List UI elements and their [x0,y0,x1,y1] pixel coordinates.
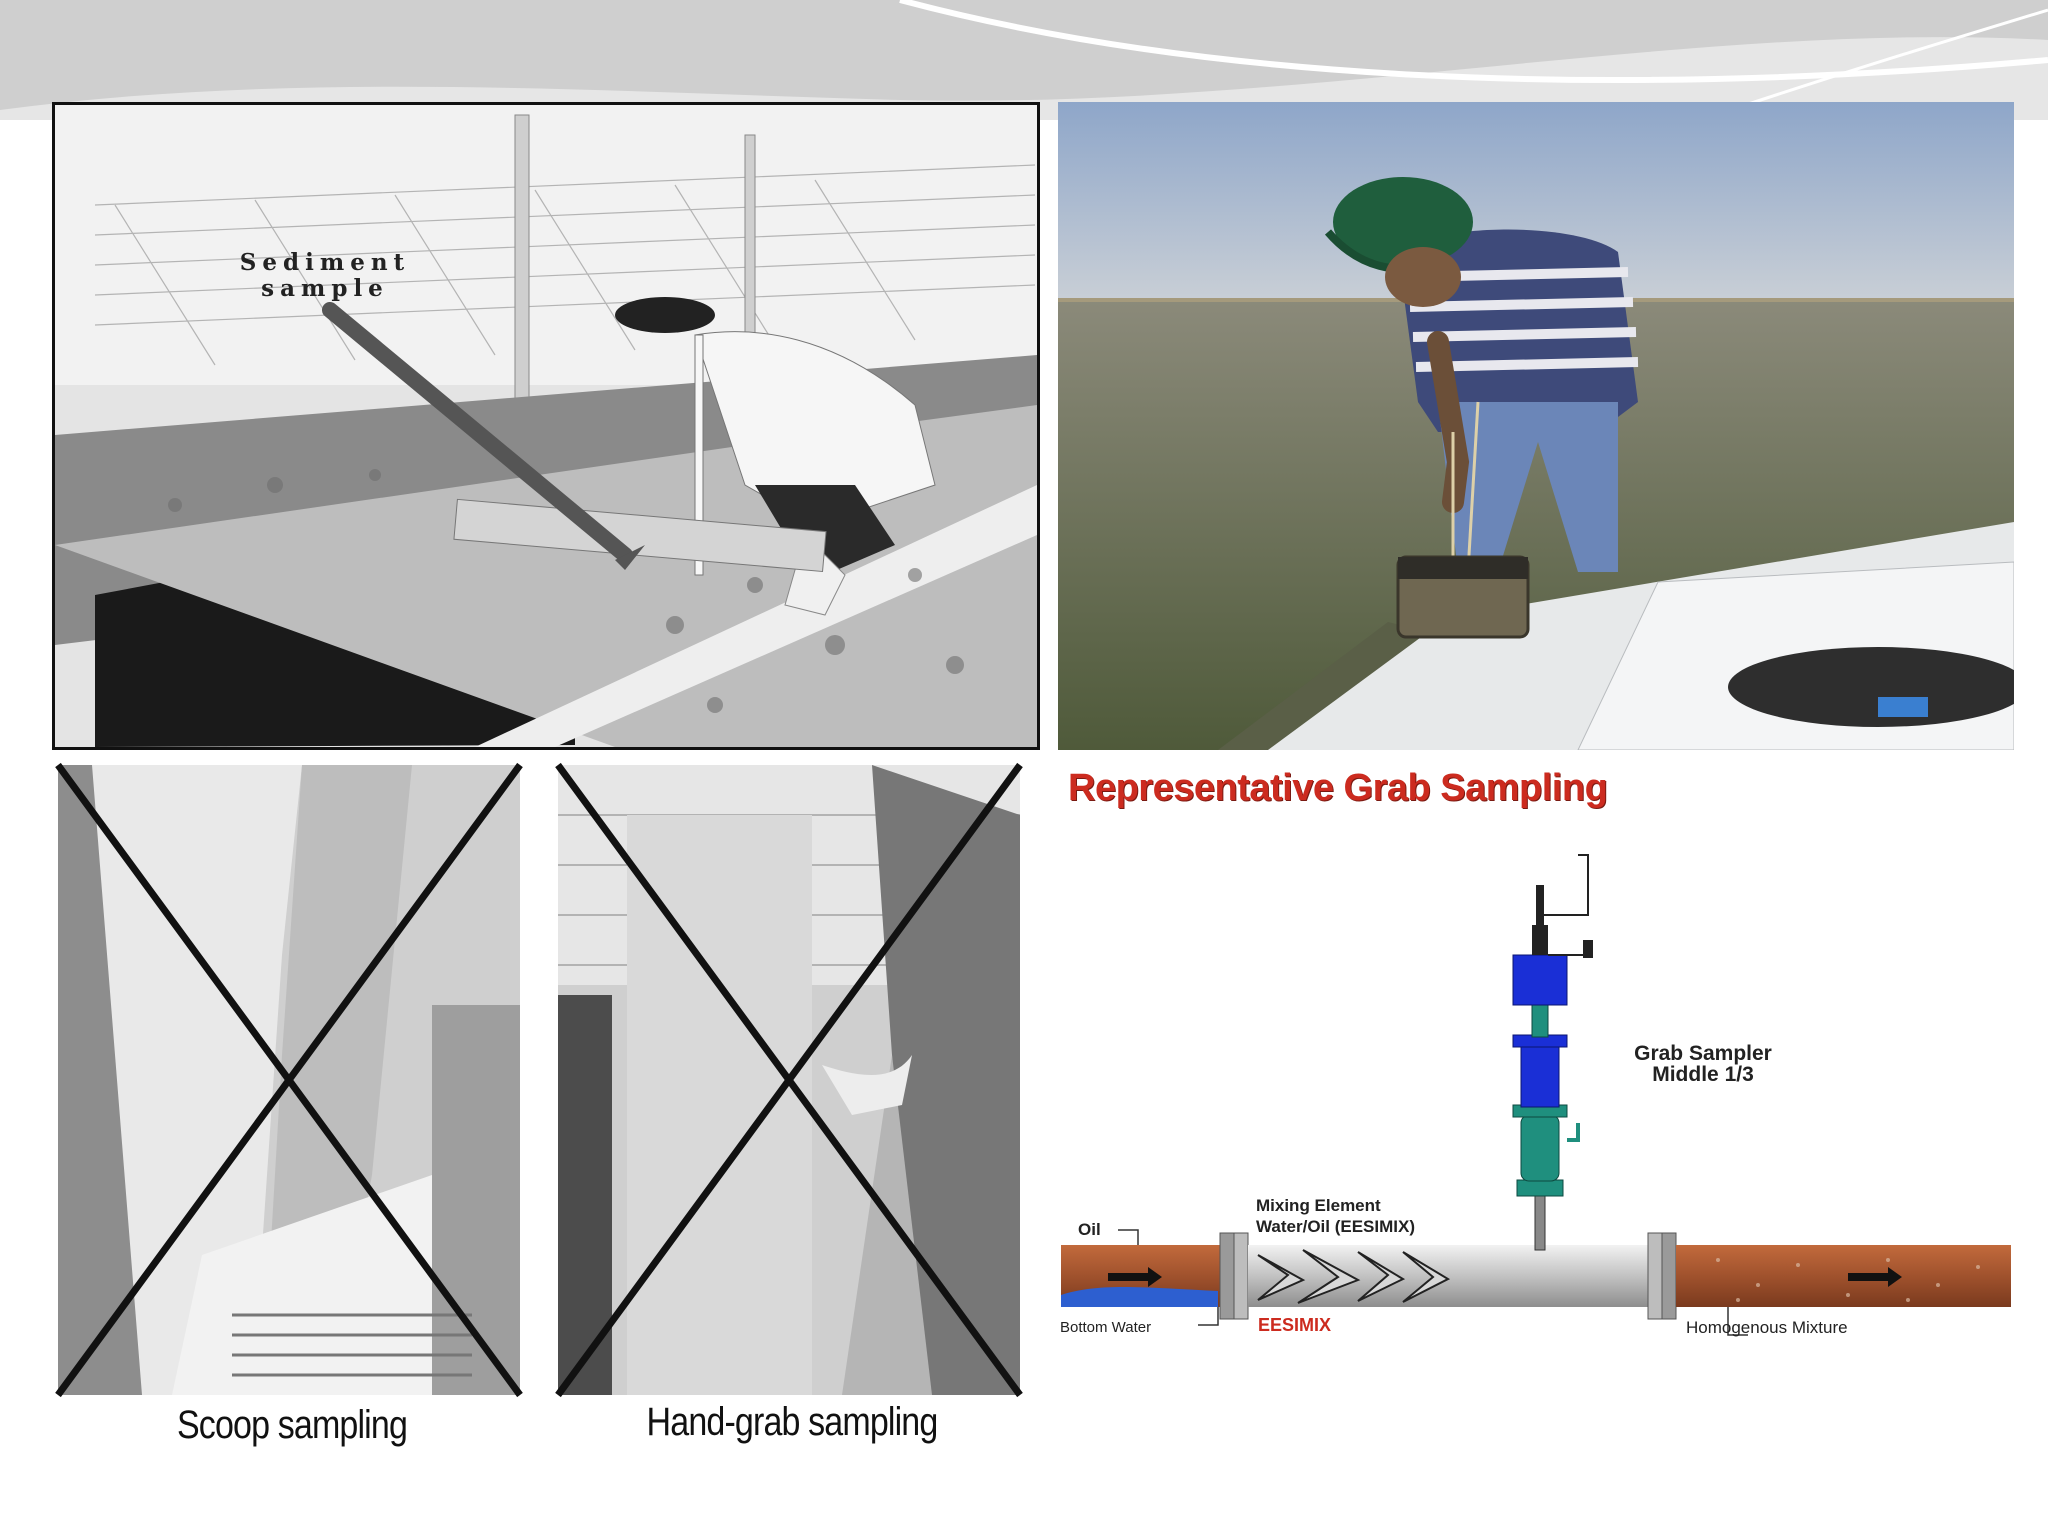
bottom-water-label: Bottom Water [1060,1319,1152,1336]
decorative-banner [0,0,2048,120]
diagram-title: Representative Grab Sampling [1068,767,1608,809]
grab-sampler-label: Grab Sampler Middle 1/3 [1634,1042,1772,1086]
eesimix-label: EESIMIX [1258,1315,1332,1335]
homogenous-mixture-label: Homogenous Mixture [1686,1318,1848,1337]
boat-grab-sampling-photo [1058,102,2014,750]
sediment-sampling-photo: Sediment sample [52,102,1040,750]
grab-sampling-diagram: Representative Grab Sampling [1058,755,2014,1465]
hand-grab-sampling-caption: Hand-grab sampling [646,1400,939,1444]
scoop-sampling-caption: Scoop sampling [176,1403,408,1447]
oil-label: Oil [1078,1220,1101,1239]
incorrect-sampling-photos: Scoop sampling Hand-grab sampling [52,755,1040,1465]
sediment-sample-annotation: Sediment sample [239,249,411,302]
mixing-element-label: Mixing Element Water/Oil (EESIMIX) [1256,1196,1416,1236]
